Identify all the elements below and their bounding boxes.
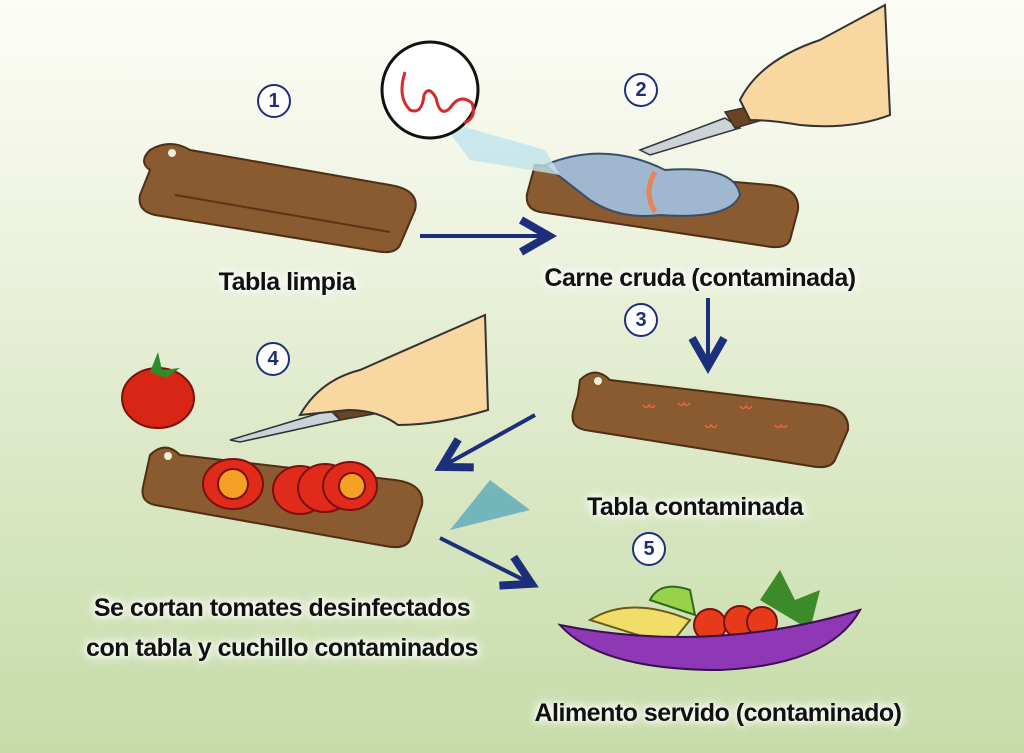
fish [543, 152, 742, 217]
step-3-label: Tabla contaminada [586, 493, 804, 521]
arrow-3-to-4 [445, 413, 536, 465]
raw-meat-board [380, 3, 892, 249]
step-5-label: Alimento servido (contaminado) [534, 699, 902, 727]
step-1-label: Tabla limpia [218, 268, 356, 296]
step-number-2: 2 [624, 73, 658, 107]
clean-board [138, 143, 417, 254]
tomato-board [121, 313, 530, 549]
step-2-label: Carne cruda (contaminada) [544, 264, 856, 292]
worm-icon [400, 71, 475, 125]
magnifier-beam [440, 120, 560, 175]
germs [642, 401, 788, 429]
knife [229, 409, 342, 443]
step-4-label-line2: con tabla y cuchillo contaminados [86, 634, 478, 662]
step-number-3: 3 [624, 303, 658, 337]
step-number-5: 5 [632, 532, 666, 566]
whole-tomato [121, 352, 195, 429]
salad-plate [557, 570, 863, 672]
step-4-label-line1: Se cortan tomates desinfectados [93, 594, 471, 622]
tomato-slices [202, 458, 378, 515]
arrow-4-to-5 [439, 536, 528, 582]
hand [738, 3, 892, 128]
step-number-1: 1 [257, 84, 291, 118]
step-number-4: 4 [256, 342, 290, 376]
contaminated-board [571, 371, 850, 469]
knife [638, 117, 742, 156]
hand [298, 313, 490, 427]
